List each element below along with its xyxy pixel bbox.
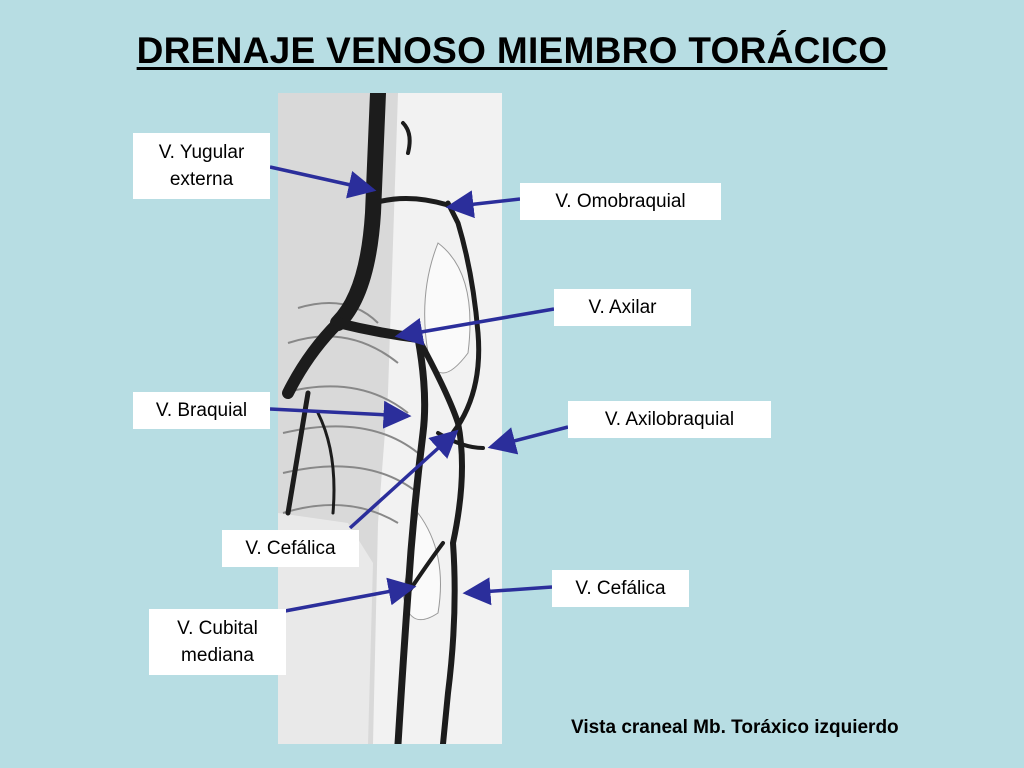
arrow-cefalica-1 [348, 429, 459, 530]
label-axilobraquial: V. Axilobraquial [568, 401, 771, 438]
arrow-axilar [394, 307, 555, 346]
label-axilar: V. Axilar [554, 289, 691, 326]
label-omobraquial: V. Omobraquial [520, 183, 721, 220]
label-omobraquial-text: V. Omobraquial [555, 191, 686, 212]
arrow-cefalica-2 [462, 577, 553, 606]
label-yugular-externa: V. Yugular externa [133, 133, 270, 199]
arrow-braquial [269, 400, 412, 429]
label-cefalica-2: V. Cefálica [552, 570, 689, 607]
label-cubital-mediana: V. Cubital mediana [149, 609, 286, 675]
figure-caption: Vista craneal Mb. Toráxico izquierdo [571, 717, 899, 738]
label-cefalica-1: V. Cefálica [222, 530, 359, 567]
label-yugular-text: V. Yugular externa [158, 142, 245, 190]
label-axilobraquial-text: V. Axilobraquial [604, 409, 735, 430]
arrow-omobraquial [445, 190, 521, 219]
arrow-yugular [269, 165, 377, 199]
label-cefalica-2-text: V. Cefálica [575, 578, 666, 599]
label-cubital-text: V. Cubital mediana [177, 618, 258, 666]
label-braquial-text: V. Braquial [155, 400, 248, 421]
arrow-cubital [284, 577, 417, 613]
arrow-axilobraquial [487, 425, 569, 455]
slide-title: DRENAJE VENOSO MIEMBRO TORÁCICO [136, 30, 888, 71]
label-axilar-text: V. Axilar [588, 297, 657, 318]
label-braquial: V. Braquial [133, 392, 270, 429]
label-cefalica-1-text: V. Cefálica [245, 538, 336, 559]
